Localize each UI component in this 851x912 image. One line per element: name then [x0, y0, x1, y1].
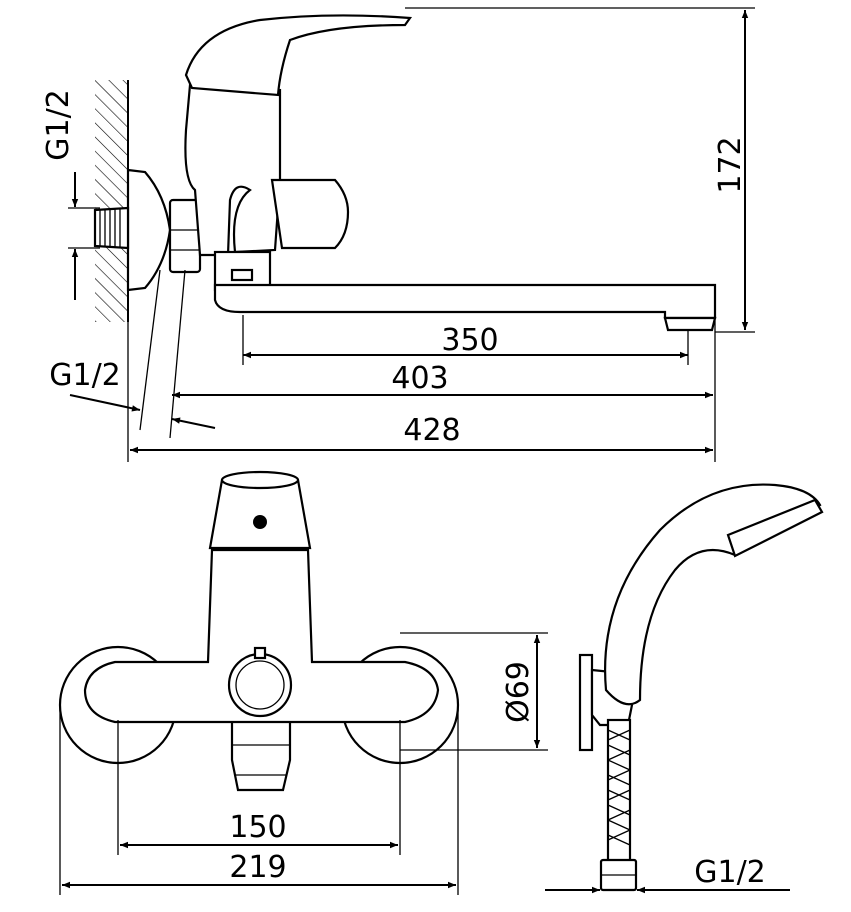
hand-shower: [604, 483, 822, 706]
dim-inlet-thread-bottom: G1/2: [49, 358, 121, 393]
dim-inlet-thread-top: G1/2: [41, 89, 76, 161]
dim-hose-thread: G1/2: [694, 855, 766, 890]
aerator: [663, 316, 717, 332]
shower-set: G1/2: [545, 483, 824, 894]
wall-flange: [126, 168, 172, 292]
dim-overall-width: 219: [229, 850, 286, 885]
dim-flange-diameter: Ø69: [501, 661, 536, 723]
front-view: Ø69 150 219: [58, 470, 548, 895]
handle-screw: [253, 515, 267, 529]
wall-bracket-plate: [578, 653, 594, 752]
dim-spout-length: 403: [391, 361, 448, 396]
lever-handle: [184, 14, 413, 97]
side-view: 172 350 403 428 G1/2 G1/2: [41, 7, 755, 462]
cartridge-knob: [270, 178, 350, 250]
dim-height: 172: [713, 136, 748, 193]
dim-overall-length: 428: [403, 413, 460, 448]
wall-hatching: [95, 80, 128, 322]
front-body: [83, 548, 440, 724]
diverter-knob: [227, 652, 293, 718]
dim-spout-reach: 350: [441, 323, 498, 358]
mixer-body: [184, 83, 282, 257]
dim-center-distance: 150: [229, 810, 286, 845]
spout: [213, 283, 717, 320]
diverter: [230, 716, 292, 792]
